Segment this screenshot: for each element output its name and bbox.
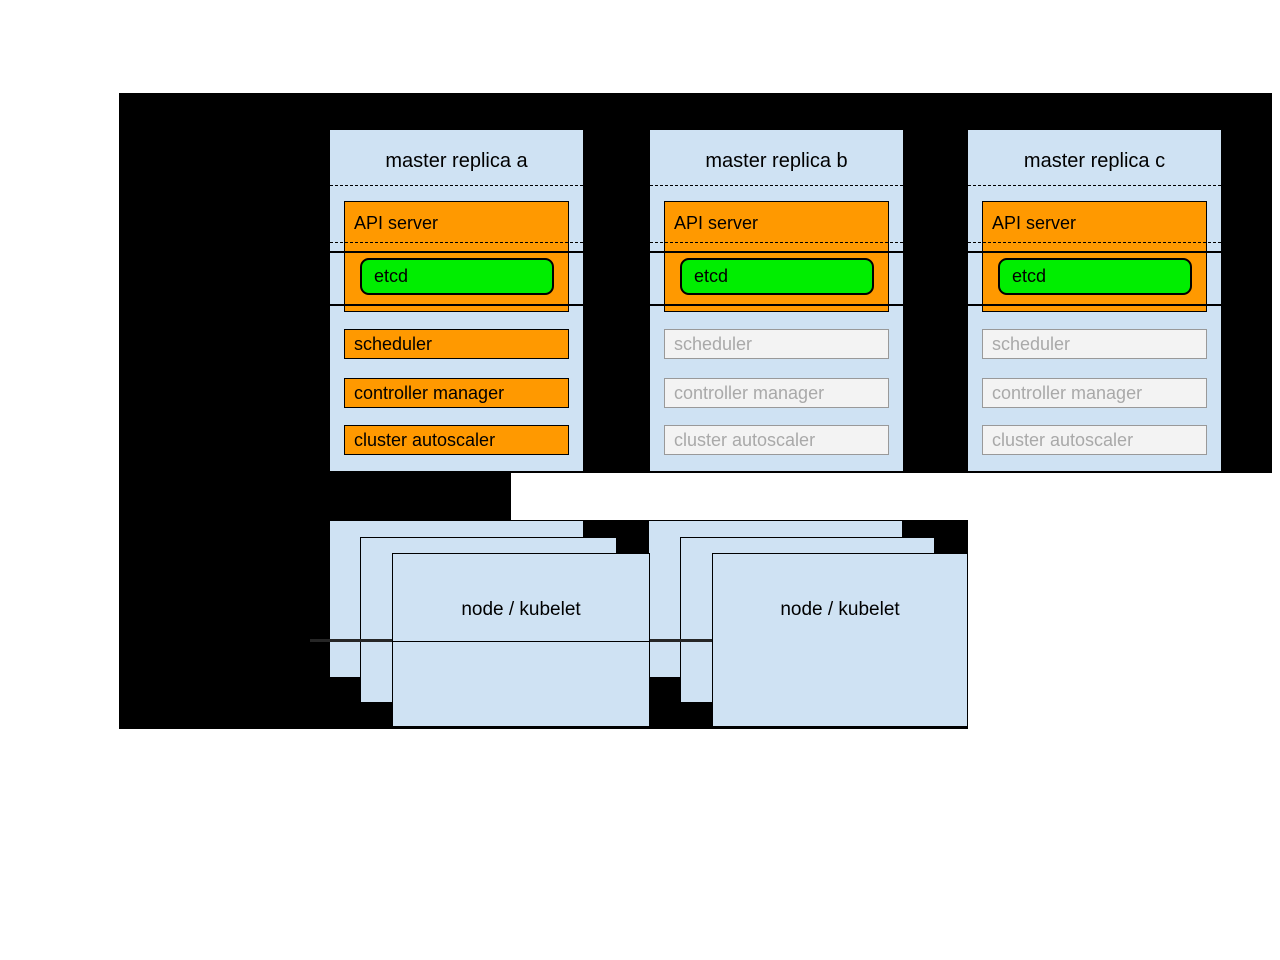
divider-dashed [968,242,1221,243]
api-server-label: API server [674,213,759,233]
etcd-box: etcd [680,258,874,295]
divider-dashed [968,185,1221,186]
master-replica-b-box: master replica b API server etcd schedul… [649,129,904,472]
api-server-label: API server [354,213,439,233]
node-kubelet-label: node / kubelet [461,599,581,620]
node-stack1-front-box: node / kubelet [392,553,650,727]
etcd-box: etcd [360,258,554,295]
master-replica-b-title: master replica b [705,150,848,172]
node-kubelet-label: node / kubelet [780,599,900,620]
controller-manager-box: controller manager [344,378,569,408]
api-server-box: API server [344,201,569,312]
background-region-middle [119,473,511,520]
etcd-box: etcd [998,258,1192,295]
cluster-autoscaler-box: cluster autoscaler [344,425,569,455]
master-replica-c-box: master replica c API server etcd schedul… [967,129,1222,472]
divider-solid [968,304,1221,306]
etcd-label: etcd [1012,266,1047,286]
api-server-box: API server [982,201,1207,312]
scheduler-box-inactive: scheduler [664,329,889,359]
controller-manager-box-inactive: controller manager [982,378,1207,408]
master-replica-c-title: master replica c [1023,150,1166,172]
divider-dashed [650,242,903,243]
divider-solid [968,251,1221,253]
etcd-label: etcd [694,266,729,286]
scheduler-box: scheduler [344,329,569,359]
divider-solid [650,304,903,306]
cluster-autoscaler-box-inactive: cluster autoscaler [982,425,1207,455]
divider-dashed [330,242,583,243]
scheduler-box-inactive: scheduler [982,329,1207,359]
api-server-box: API server [664,201,889,312]
divider-dashed [330,185,583,186]
divider-solid [650,251,903,253]
controller-manager-box-inactive: controller manager [664,378,889,408]
master-replica-a-box: master replica a API server etcd schedul… [329,129,584,472]
node-stack2-front-box: node / kubelet [712,553,968,727]
divider-dashed [650,185,903,186]
cluster-autoscaler-box-inactive: cluster autoscaler [664,425,889,455]
divider-solid [330,251,583,253]
divider-solid [330,304,583,306]
node-box-divider [393,641,649,642]
master-replica-a-title: master replica a [385,150,528,172]
api-server-label: API server [992,213,1077,233]
etcd-label: etcd [374,266,409,286]
